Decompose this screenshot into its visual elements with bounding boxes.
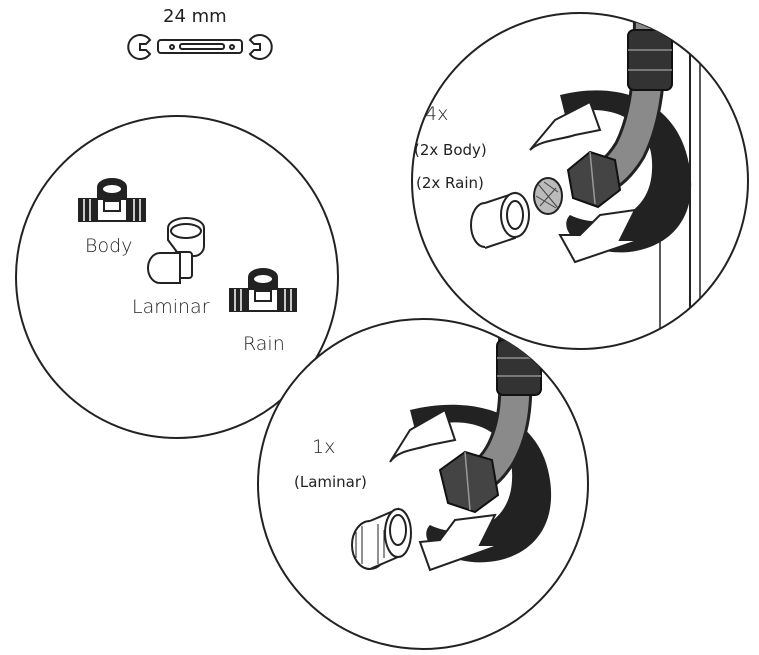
detail-label-laminar: (Laminar) [294, 473, 367, 491]
part-label-rain: Rain [243, 333, 285, 355]
filter-screen-icon [534, 178, 562, 214]
detail-label-body: (2x Body) [414, 141, 487, 159]
part-label-body: Body [85, 235, 132, 257]
detail-label-rain: (2x Rain) [416, 174, 484, 192]
wrench-icon [128, 35, 271, 59]
tool-size-label: 24 mm [163, 6, 227, 27]
quantity-label-top: 4x [425, 103, 448, 125]
part-label-laminar: Laminar [132, 296, 210, 318]
quantity-label-bottom: 1x [312, 436, 335, 458]
